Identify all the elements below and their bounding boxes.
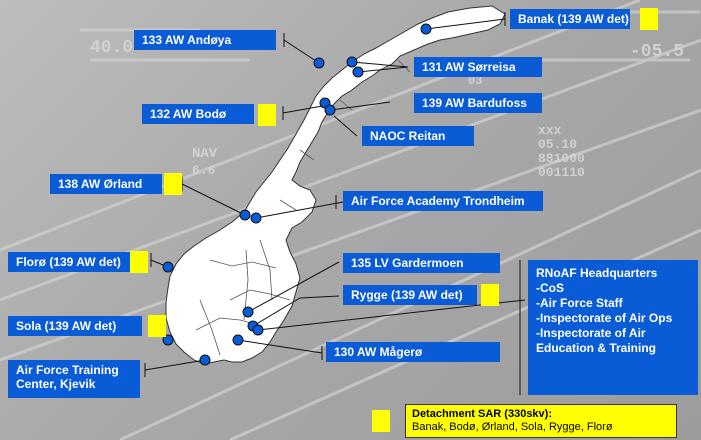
dot-hq [252,324,264,336]
dot-reitan [324,104,336,116]
hq-line-edu: -Inspectorate of Air Education & Trainin… [536,326,657,355]
dot-floro [162,261,174,273]
label-floro: Florø (139 AW det) [8,252,142,272]
hq-title: RNoAF Headquarters [536,266,658,280]
dot-kjevik [199,354,211,366]
dot-bardufoss [352,66,364,78]
hud-rb-2: 881000 [538,151,585,166]
label-reitan: NAOC Reitan [362,126,474,146]
sar-marker-floro [130,251,148,273]
sar-marker-orland [164,173,182,195]
dot-sola [162,334,174,346]
hq-line-ops: -Inspectorate of Air Ops [536,311,673,325]
hud-right-top: -05.5 [630,42,685,62]
hud-right-block: xxx 05.10 881000 001110 [538,124,585,180]
legend-box: Detachment SAR (330skv): Banak, Bodø, Ør… [405,404,677,438]
hud-rb-0: xxx [538,123,562,138]
dot-trondheim [250,212,262,224]
legend-title: Detachment SAR (330skv): [412,408,552,420]
dot-gardermoen [242,306,254,318]
legend-sar-swatch [372,410,390,432]
hud-nav-val: 6.6 [192,163,216,178]
norway-land [165,5,506,365]
label-kjevik: Air Force Training Center, Kjevik [8,360,140,398]
sar-marker-banak [640,8,658,30]
hud-nav-label: NAV [192,146,218,162]
sar-marker-sola [148,315,166,337]
legend-text: Banak, Bodø, Ørland, Sola, Rygge, Florø [412,421,613,433]
label-banak: Banak (139 AW det) [510,9,630,29]
label-rygge: Rygge (139 AW det) [343,285,477,305]
hud-rb-3: 001110 [538,165,585,180]
hq-box: RNoAF Headquarters -CoS -Air Force Staff… [528,260,698,395]
hud-small-03: 03 [468,74,483,88]
hq-line-cos: -CoS [536,281,564,295]
label-bardufoss: 139 AW Bardufoss [414,93,542,113]
label-sorreisa: 131 AW Sørreisa [414,57,542,77]
sar-marker-rygge [481,284,499,306]
hud-rb-1: 05.10 [538,137,578,152]
label-orland: 138 AW Ørland [50,174,162,194]
label-gardermoen: 135 LV Gardermoen [343,253,500,273]
dot-andoya [313,57,325,69]
sar-marker-bodo [258,104,276,126]
hq-line-staff: -Air Force Staff [536,296,623,310]
label-magero: 130 AW Mågerø [326,342,500,362]
label-bodo: 132 AW Bodø [142,104,254,124]
label-andoya: 133 AW Andøya [134,30,276,50]
dot-banak [420,23,432,35]
dot-orland [239,209,251,221]
label-sola: Sola (139 AW det) [8,316,142,336]
dot-sorreisa [346,56,358,68]
base-dots [162,23,432,366]
dot-magero [232,334,244,346]
label-academy: Air Force Academy Trondheim [343,191,543,211]
hud-left-top: 40.0 [90,38,134,58]
